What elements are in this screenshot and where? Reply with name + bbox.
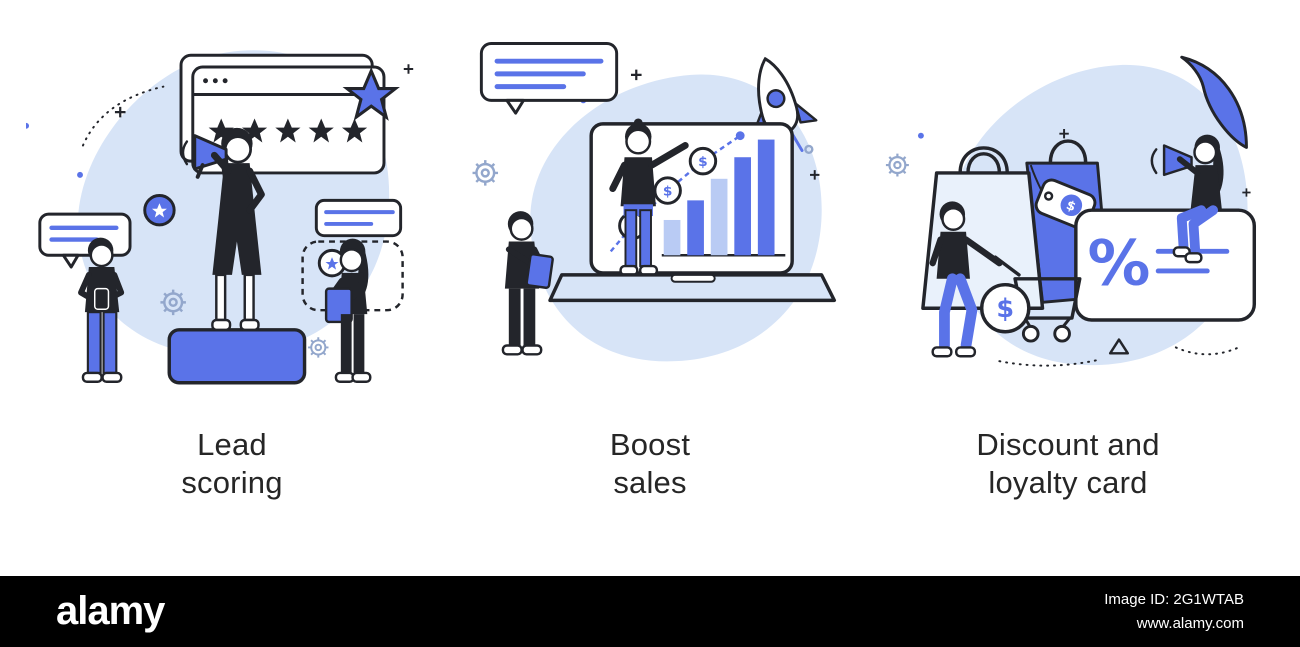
caption-line-2: sales <box>613 464 687 500</box>
phone-man <box>78 237 125 383</box>
star-badge-blue <box>143 193 176 227</box>
website-url: www.alamy.com <box>1136 614 1244 632</box>
gear-icon <box>471 158 500 187</box>
caption-line-1: Boost <box>609 427 691 462</box>
lead-scoring-illustration <box>26 50 415 385</box>
illustration-row: Lead scoring <box>0 18 1300 502</box>
boost-sales-illustration: $ $ $ <box>471 42 837 362</box>
bar-chart <box>661 139 786 257</box>
caption-line-2: loyalty card <box>988 464 1148 500</box>
shopping-bag-light <box>921 146 1045 310</box>
speech-bubble-right <box>314 198 403 238</box>
laptop-notch <box>670 273 716 283</box>
gear-icon <box>307 336 330 359</box>
image-meta: Image ID: 2G1WTAB www.alamy.com <box>1104 588 1244 635</box>
caption-lead-scoring: Lead scoring <box>181 426 282 502</box>
caption-line-2: scoring <box>181 464 283 500</box>
figure-discount-loyalty: $ % <box>862 18 1274 502</box>
pedestal <box>167 328 307 385</box>
triangle-sparkle <box>1108 338 1130 355</box>
discount-loyalty-illustration: $ % <box>884 55 1257 367</box>
caption-line-1: Discount and <box>976 427 1160 462</box>
shopper-man <box>929 201 1003 358</box>
tablet-icon <box>324 287 353 324</box>
image-id: Image ID: 2G1WTAB <box>1104 591 1244 609</box>
dollar-coin-icon: $ <box>663 183 673 199</box>
clipboard-person <box>501 211 554 356</box>
percent-symbol: % <box>1088 227 1151 300</box>
blue-swoosh <box>1180 55 1248 149</box>
dollar-coin-icon: $ <box>980 282 1031 334</box>
dollar-coin-icon: $ <box>698 154 708 170</box>
presenter-woman <box>181 127 265 332</box>
loyalty-card: % <box>1074 208 1257 322</box>
caption-discount-loyalty: Discount and loyalty card <box>976 426 1159 502</box>
figure-lead-scoring: Lead scoring <box>26 18 438 502</box>
decorations <box>917 128 1252 367</box>
tablet-woman <box>324 238 372 383</box>
watermark-bar: alamy Image ID: 2G1WTAB www.alamy.com <box>0 576 1300 647</box>
figure-boost-sales: $ $ $ <box>444 18 856 502</box>
caption-boost-sales: Boost sales <box>610 426 690 502</box>
speech-bubble <box>479 42 619 115</box>
svg-text:$: $ <box>996 294 1014 324</box>
laptop-base <box>548 273 837 303</box>
clipboard-icon <box>525 253 554 289</box>
megaphone-woman <box>1150 134 1224 264</box>
alamy-logo: alamy <box>56 589 165 633</box>
gear-icon <box>884 152 910 178</box>
smartphone-icon <box>93 287 110 310</box>
caption-line-1: Lead <box>197 427 267 462</box>
